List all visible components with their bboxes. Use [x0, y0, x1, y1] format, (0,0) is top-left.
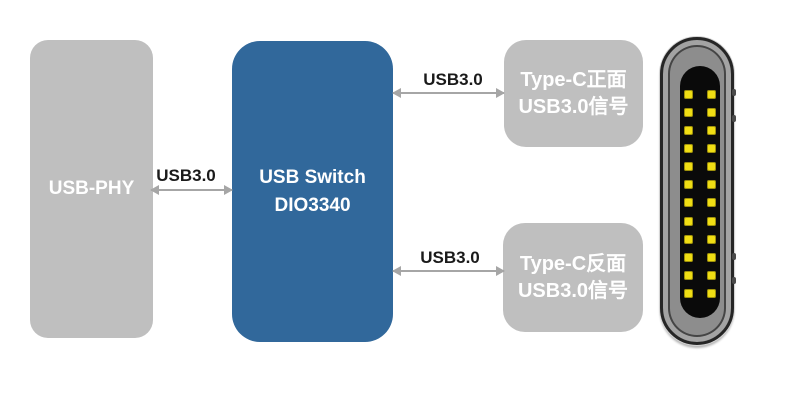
block-typec-back-line1: Type-C反面: [519, 252, 627, 275]
pin: [707, 234, 716, 244]
block-typec-front-line2: USB3.0信号: [518, 95, 629, 118]
block-usb-switch: USB Switch DIO3340: [232, 41, 393, 342]
connector-shell: [660, 37, 734, 345]
connector-notch: [732, 89, 736, 96]
pin-column-right: [707, 90, 716, 298]
pin: [707, 108, 716, 118]
pin: [707, 90, 716, 99]
pin: [707, 126, 716, 136]
pin: [707, 162, 716, 172]
arrow-label-switch-to-typec-back: USB3.0: [420, 248, 480, 267]
pin: [707, 216, 716, 226]
arrow-switch-to-typec-back: [393, 270, 504, 272]
usb-type-c-connector-graphic: [660, 37, 736, 345]
pin: [684, 90, 693, 99]
pin: [684, 216, 693, 226]
arrow-switch-to-typec-front: [393, 92, 504, 94]
pin: [707, 288, 716, 298]
pin: [684, 252, 693, 262]
pin: [707, 180, 716, 190]
pin: [684, 288, 693, 298]
pin: [707, 270, 716, 280]
connector-notch: [732, 115, 736, 122]
pin: [684, 162, 693, 172]
block-typec-back-line2: USB3.0信号: [517, 279, 629, 302]
block-usb-phy: USB-PHY: [30, 40, 153, 338]
pin: [684, 180, 693, 190]
block-typec-front-line1: Type-C正面: [520, 68, 627, 91]
pin: [684, 234, 693, 244]
connector-cavity: [680, 66, 720, 318]
block-typec-back: Type-C反面 USB3.0信号: [503, 223, 643, 332]
block-usb-switch-line2: DIO3340: [274, 194, 351, 216]
arrow-label-phy-to-switch: USB3.0: [156, 166, 216, 185]
pin-column-left: [684, 90, 693, 298]
block-typec-front: Type-C正面 USB3.0信号: [504, 40, 643, 147]
pin: [684, 144, 693, 154]
block-usb-phy-label: USB-PHY: [48, 178, 135, 199]
block-usb-switch-line1: USB Switch: [259, 166, 366, 188]
pin: [707, 198, 716, 208]
connector-notch: [732, 253, 736, 260]
pin: [684, 108, 693, 118]
connector-notch: [732, 277, 736, 284]
pin: [684, 198, 693, 208]
pin: [684, 126, 693, 136]
arrow-label-switch-to-typec-front: USB3.0: [423, 70, 483, 89]
pin: [707, 144, 716, 154]
pin: [707, 252, 716, 262]
arrow-phy-to-switch: [151, 189, 232, 191]
pin: [684, 270, 693, 280]
